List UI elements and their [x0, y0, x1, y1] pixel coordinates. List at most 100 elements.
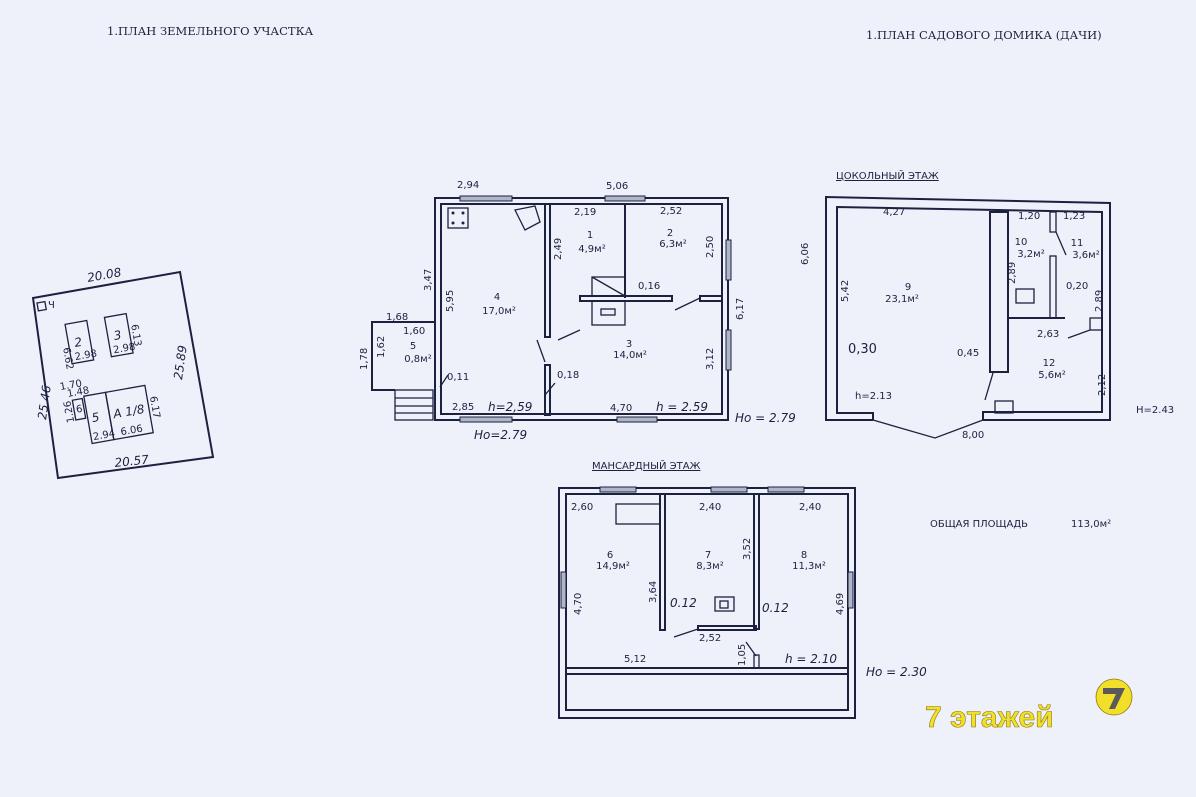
- dim: 4,69: [835, 593, 846, 615]
- building-3-width: 2.98: [112, 342, 136, 357]
- dim: 3,52: [742, 538, 753, 560]
- dim: 5,12: [624, 654, 646, 665]
- height-label: h = 2.59: [656, 400, 708, 414]
- dim: 8,00: [962, 430, 984, 441]
- site-dim-top: 20.08: [86, 265, 123, 285]
- dim: 5,42: [840, 280, 851, 302]
- dim: 1,20: [1018, 211, 1040, 222]
- basement-title: ЦОКОЛЬНЫЙ ЭТАЖ: [836, 169, 939, 182]
- dim: 2,89: [1094, 290, 1105, 312]
- site-dim-bottom: 20.57: [114, 452, 150, 470]
- attic-title: МАНСАРДНЫЙ ЭТАЖ: [592, 459, 701, 472]
- room-number: 4: [494, 292, 500, 303]
- dim: 2,12: [1097, 374, 1108, 396]
- total-area-label: ОБЩАЯ ПЛОЩАДЬ: [930, 519, 1028, 530]
- building-6-height: 1.26: [62, 400, 77, 424]
- dim: 6,06: [800, 243, 811, 265]
- land-plot-title: 1.ПЛАН ЗЕМЕЛЬНОГО УЧАСТКА: [107, 24, 313, 38]
- basement-plan: ЦОКОЛЬНЫЙ ЭТАЖ 4,27 1,20 1,23 6,06 5,42 …: [800, 169, 1174, 441]
- dim: 1,23: [1063, 211, 1085, 222]
- dim: 2,60: [571, 502, 593, 513]
- room-number: 11: [1071, 238, 1084, 249]
- ground-floor-plan: 2,94 5,06 2,19 2,52 2,49 2,50 6,17 3,12 …: [359, 180, 796, 442]
- dim: 0.12: [670, 596, 697, 610]
- room-number: 3: [626, 339, 632, 350]
- dim: 3,47: [423, 269, 434, 291]
- room-number: 1: [587, 230, 593, 241]
- room-area: 3,6м²: [1072, 250, 1099, 261]
- room-number: 12: [1043, 358, 1056, 369]
- building-2-height: 6.62: [60, 347, 75, 371]
- building-5-label: 5: [91, 410, 101, 425]
- site-marker: Ч: [48, 300, 55, 311]
- dim: 2,40: [699, 502, 721, 513]
- dim: 0.12: [762, 601, 789, 615]
- building-2: [64, 319, 95, 365]
- room-number: 7: [705, 550, 711, 561]
- building-3-label: 3: [113, 328, 123, 343]
- room-area: 6,3м²: [659, 239, 686, 250]
- logo-icon: [1095, 678, 1133, 716]
- watermark-7-etazhey: 7 этажей: [925, 678, 1133, 734]
- dim: 0,30: [848, 342, 877, 357]
- building-a-height: 6.17: [147, 395, 162, 419]
- dim: 0,11: [447, 372, 469, 383]
- building-a: [104, 384, 154, 441]
- dim: 2,85: [452, 402, 474, 413]
- height-label: h = 2.10: [785, 652, 837, 666]
- room-area: 3,2м²: [1017, 249, 1044, 260]
- dim: 5,95: [445, 290, 456, 312]
- dim: 2,40: [799, 502, 821, 513]
- room-area: 14,0м²: [613, 350, 647, 361]
- dim: 1,62: [376, 336, 387, 358]
- watermark-text: 7 этажей: [925, 701, 1054, 734]
- building-5-width: 2.94: [92, 428, 116, 443]
- dim: 1,68: [386, 312, 408, 323]
- dim: 0,20: [1066, 281, 1088, 292]
- dim: 2,52: [660, 206, 682, 217]
- dim: 2,50: [705, 236, 716, 258]
- building-a-label: А 1/8: [111, 402, 146, 421]
- house-plan-title: 1.ПЛАН САДОВОГО ДОМИКА (ДАЧИ): [866, 28, 1102, 42]
- site-dim-left: 25.46: [35, 384, 54, 420]
- building-a-width: 6.06: [120, 424, 144, 439]
- room-area: 14,9м²: [596, 561, 630, 572]
- dim: 2,63: [1037, 329, 1059, 340]
- dim: 2,52: [699, 633, 721, 644]
- dim: 1,60: [403, 326, 425, 337]
- building-2-width: 2.98: [74, 348, 98, 363]
- spiral-stair-icon: [514, 205, 541, 231]
- building-2-label: 2: [73, 335, 83, 350]
- dim: 0,16: [638, 281, 660, 292]
- dim: 5,06: [606, 181, 628, 192]
- stove-icon: [447, 207, 469, 229]
- room-area: 23,1м²: [885, 294, 919, 305]
- dim: 2,89: [1007, 262, 1018, 284]
- height-label: Ho = 2.79: [735, 411, 796, 425]
- total-area-value: 113,0м²: [1071, 519, 1111, 530]
- dim: 2,19: [574, 207, 596, 218]
- height-label: Ho=2.79: [474, 428, 527, 442]
- site-plan: 20.08 20.57 25.46 25.89 Ч 2 2.98 6.62 3 …: [31, 265, 215, 480]
- building-3: [103, 312, 134, 358]
- room-number: 5: [410, 341, 416, 352]
- attic-plan: МАНСАРДНЫЙ ЭТАЖ 2,60 2,40 2,40 4,70 3,64…: [558, 459, 927, 719]
- room-number: 6: [607, 550, 613, 561]
- room-number: 8: [801, 550, 807, 561]
- room-area: 8,3м²: [696, 561, 723, 572]
- dim: 4,70: [573, 593, 584, 615]
- dim: 0,18: [557, 370, 579, 381]
- building-6-width: 1.48: [66, 385, 90, 400]
- height-label: Ho = 2.30: [866, 665, 927, 679]
- dim: 4,27: [883, 207, 905, 218]
- site-small-dim: 1.70: [59, 378, 83, 393]
- dim: 2,49: [553, 238, 564, 260]
- height-label: h=2,59: [488, 400, 532, 414]
- building-6: [71, 397, 87, 421]
- height-label: H=2.43: [1136, 405, 1174, 416]
- room-area: 17,0м²: [482, 306, 516, 317]
- dim: 6,17: [735, 298, 746, 320]
- dim: 4,70: [610, 403, 632, 414]
- site-dim-right: 25.89: [171, 344, 190, 380]
